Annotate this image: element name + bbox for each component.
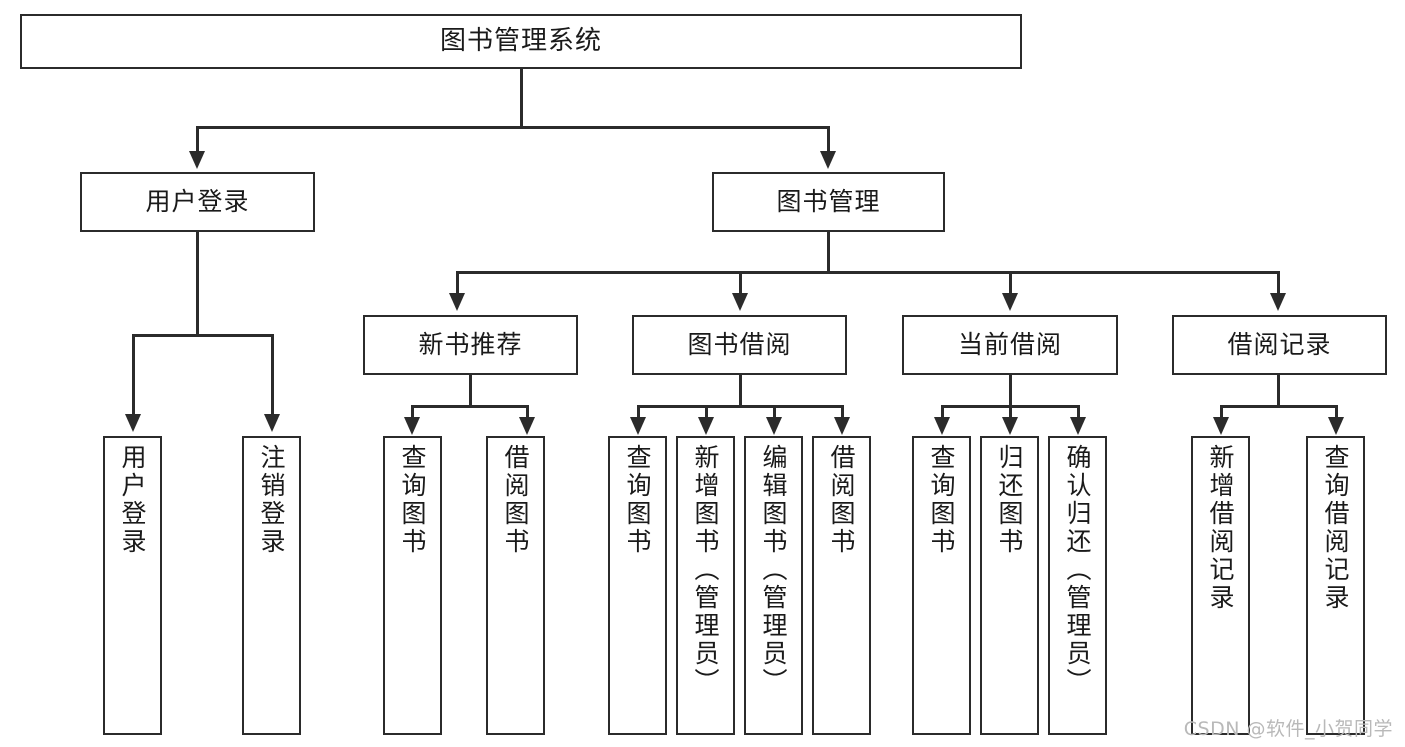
node-label: 图书管理系统 — [439, 26, 602, 57]
node-label: 查询图书 — [623, 444, 652, 556]
connector-root-bar — [196, 126, 830, 129]
connector-user-login-bar — [132, 334, 273, 337]
leaf-node-query-book-3[interactable]: 查询图书 — [912, 436, 971, 735]
node-label: 查询图书 — [398, 444, 427, 556]
arrow-to-book-borrow — [732, 293, 748, 311]
arrow-to-leaf-user-login — [125, 414, 141, 432]
leaf-node-query-borrow-record[interactable]: 查询借阅记录 — [1306, 436, 1365, 735]
leaf-node-borrow-book-1[interactable]: 借阅图书 — [486, 436, 545, 735]
node-label: 用户登录 — [118, 444, 147, 556]
arrow-to-leaf-return-book — [1002, 417, 1018, 435]
connector-root-to-user-login — [196, 126, 199, 153]
connector-new-book-drop-2 — [526, 405, 529, 419]
arrow-to-leaf-borrow-book-2 — [834, 417, 850, 435]
node-borrow-record[interactable]: 借阅记录 — [1172, 315, 1387, 375]
arrow-to-leaf-query-book-2 — [630, 417, 646, 435]
connector-current-borrow-stem — [1009, 375, 1012, 407]
connector-root-to-book-manage — [827, 126, 830, 153]
csdn-watermark: CSDN @软件_小贺同学 — [1183, 718, 1393, 740]
node-label: 归还图书 — [995, 444, 1024, 556]
connector-book-manage-drop-2 — [739, 271, 742, 295]
node-book-manage[interactable]: 图书管理 — [712, 172, 945, 232]
arrow-to-current-borrow — [1002, 293, 1018, 311]
leaf-node-logout-login[interactable]: 注销登录 — [242, 436, 301, 735]
connector-book-manage-stem — [827, 232, 830, 273]
node-root-book-management-system[interactable]: 图书管理系统 — [20, 14, 1022, 69]
connector-book-borrow-drop-4 — [841, 405, 844, 419]
node-label: 新增图书（管理员） — [691, 444, 720, 696]
arrow-to-leaf-edit-book-admin — [766, 417, 782, 435]
connector-current-borrow-drop-1 — [941, 405, 944, 419]
node-label: 新增借阅记录 — [1206, 444, 1235, 612]
connector-book-manage-drop-4 — [1277, 271, 1280, 295]
connector-borrow-record-stem — [1277, 375, 1280, 407]
connector-book-borrow-drop-3 — [773, 405, 776, 419]
connector-user-login-stem — [196, 232, 199, 336]
connector-borrow-record-drop-1 — [1220, 405, 1223, 419]
connector-borrow-record-bar — [1220, 405, 1337, 408]
node-user-login[interactable]: 用户登录 — [80, 172, 315, 232]
arrow-to-user-login — [189, 151, 205, 169]
connector-user-login-drop-1 — [132, 334, 135, 416]
arrow-to-leaf-add-borrow-record — [1213, 417, 1229, 435]
connector-book-borrow-drop-2 — [705, 405, 708, 419]
node-label: 图书管理 — [776, 187, 881, 217]
node-label: 当前借阅 — [957, 330, 1062, 360]
node-label: 确认归还（管理员） — [1063, 444, 1092, 696]
node-label: 用户登录 — [145, 187, 250, 217]
node-label: 查询借阅记录 — [1321, 444, 1350, 612]
arrow-to-leaf-add-book-admin — [698, 417, 714, 435]
arrow-to-leaf-query-book-1 — [404, 417, 420, 435]
connector-book-borrow-bar — [637, 405, 843, 408]
connector-root-stem — [520, 69, 523, 128]
connector-new-book-bar — [411, 405, 528, 408]
leaf-node-confirm-return-admin[interactable]: 确认归还（管理员） — [1048, 436, 1107, 735]
connector-book-manage-bar — [456, 271, 1279, 274]
arrow-to-leaf-borrow-book-1 — [519, 417, 535, 435]
arrow-to-borrow-record — [1270, 293, 1286, 311]
connector-book-borrow-drop-1 — [637, 405, 640, 419]
leaf-node-query-book-2[interactable]: 查询图书 — [608, 436, 667, 735]
leaf-node-borrow-book-2[interactable]: 借阅图书 — [812, 436, 871, 735]
connector-current-borrow-drop-2 — [1009, 405, 1012, 419]
leaf-node-query-book-1[interactable]: 查询图书 — [383, 436, 442, 735]
connector-new-book-stem — [469, 375, 472, 407]
node-label: 借阅图书 — [501, 444, 530, 556]
connector-borrow-record-drop-2 — [1335, 405, 1338, 419]
leaf-node-edit-book-admin[interactable]: 编辑图书（管理员） — [744, 436, 803, 735]
node-new-book-recommend[interactable]: 新书推荐 — [363, 315, 578, 375]
node-book-borrow[interactable]: 图书借阅 — [632, 315, 847, 375]
arrow-to-leaf-query-book-3 — [934, 417, 950, 435]
node-label: 借阅记录 — [1227, 330, 1332, 360]
connector-book-manage-drop-1 — [456, 271, 459, 295]
leaf-node-user-login[interactable]: 用户登录 — [103, 436, 162, 735]
arrow-to-leaf-logout-login — [264, 414, 280, 432]
node-label: 注销登录 — [257, 444, 286, 556]
arrow-to-leaf-confirm-return-admin — [1070, 417, 1086, 435]
connector-book-manage-drop-3 — [1009, 271, 1012, 295]
leaf-node-return-book[interactable]: 归还图书 — [980, 436, 1039, 735]
node-label: 查询图书 — [927, 444, 956, 556]
node-current-borrow[interactable]: 当前借阅 — [902, 315, 1118, 375]
connector-user-login-drop-2 — [271, 334, 274, 416]
leaf-node-add-book-admin[interactable]: 新增图书（管理员） — [676, 436, 735, 735]
connector-new-book-drop-1 — [411, 405, 414, 419]
connector-current-borrow-drop-3 — [1077, 405, 1080, 419]
node-label: 编辑图书（管理员） — [759, 444, 788, 696]
node-label: 新书推荐 — [418, 330, 523, 360]
node-label: 图书借阅 — [687, 330, 792, 360]
arrow-to-book-manage — [820, 151, 836, 169]
connector-book-borrow-stem — [739, 375, 742, 407]
arrow-to-new-book-recommend — [449, 293, 465, 311]
node-label: 借阅图书 — [827, 444, 856, 556]
leaf-node-add-borrow-record[interactable]: 新增借阅记录 — [1191, 436, 1250, 735]
arrow-to-leaf-query-borrow-record — [1328, 417, 1344, 435]
